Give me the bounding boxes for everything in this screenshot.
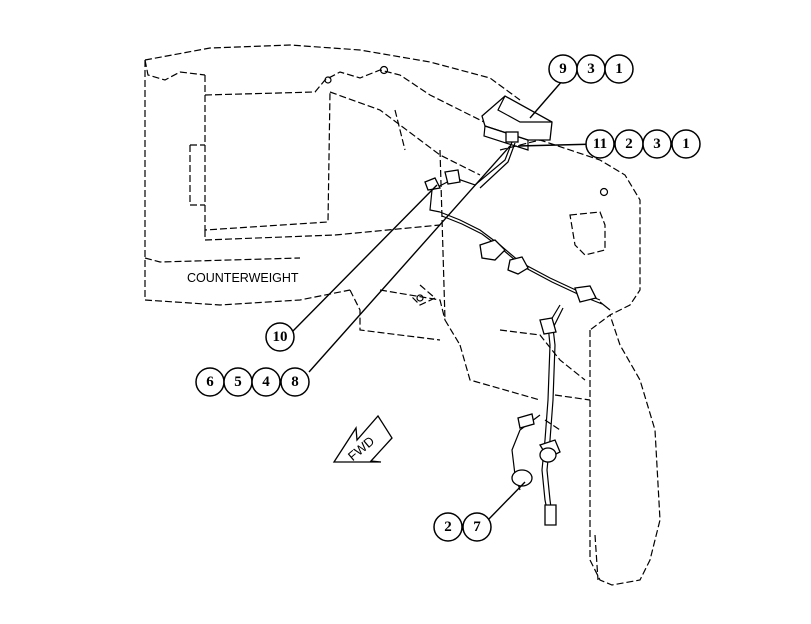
side-frame-panel: [324, 65, 661, 586]
callout-number: 10: [273, 329, 288, 345]
callout-group-6-5-4-8: 6 5 4 8: [195, 367, 310, 397]
callout-number: 1: [615, 61, 623, 77]
callout-number: 8: [291, 374, 299, 390]
wiring-harness: [424, 141, 611, 526]
counterweight-label: COUNTERWEIGHT: [187, 271, 299, 285]
callout-number: 6: [206, 374, 214, 390]
control-box: [481, 95, 553, 151]
callout-number: 3: [587, 61, 595, 77]
callout-number: 1: [682, 136, 690, 152]
fwd-arrow-icon: FWD: [332, 414, 393, 464]
callout-number: 11: [593, 136, 607, 152]
callout-group-2-7: 2 7: [433, 512, 492, 542]
callout-group-10: 10: [265, 322, 295, 352]
callout-number: 3: [653, 136, 661, 152]
callout-number: 2: [444, 519, 452, 535]
callout-group-9-3-1: 9 3 1: [548, 54, 634, 84]
callout-number: 9: [559, 61, 567, 77]
callout-number: 4: [262, 374, 270, 390]
callout-group-11-2-3-1: 11 2 3 1: [585, 129, 701, 159]
callout-number: 7: [473, 519, 481, 535]
leader-lines: [290, 79, 599, 522]
callout-number: 2: [625, 136, 633, 152]
callout-number: 5: [234, 374, 242, 390]
counterweight-housing: [144, 44, 521, 346]
